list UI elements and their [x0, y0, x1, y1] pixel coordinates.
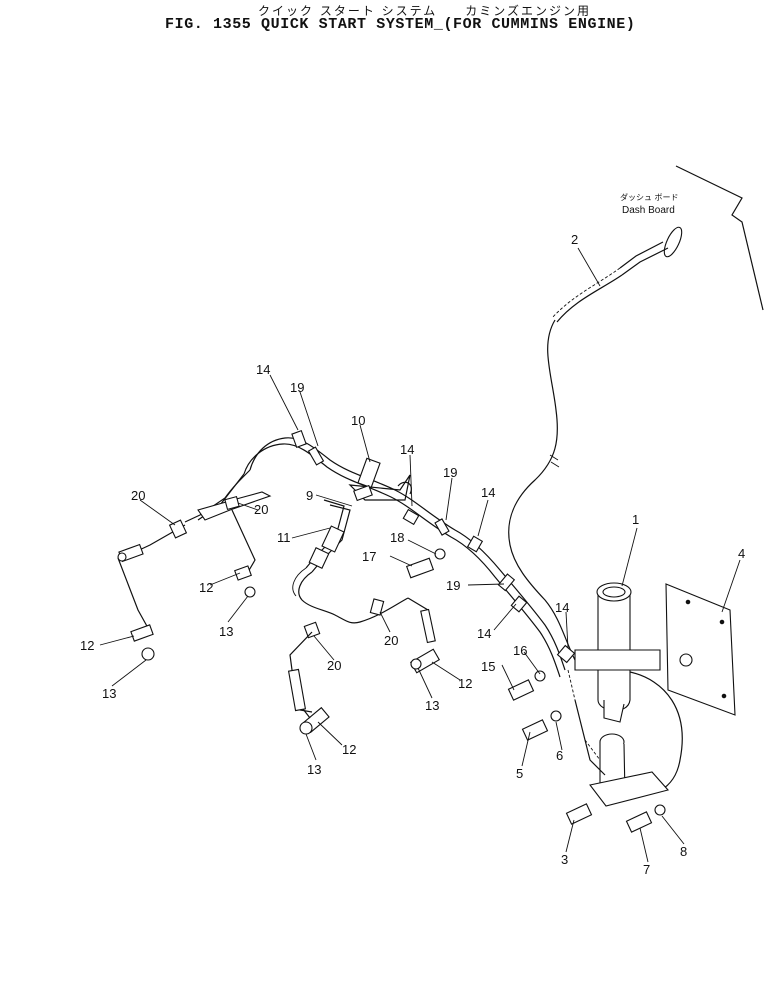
callout-19-a: 19 [290, 380, 304, 395]
callout-12-b: 12 [80, 638, 94, 653]
dash-board-label-en: Dash Board [622, 205, 675, 216]
callout-10: 10 [351, 413, 365, 428]
leader-lines [99, 247, 741, 863]
callout-12-a: 12 [199, 580, 213, 595]
callout-4: 4 [738, 546, 745, 561]
fittings [117, 543, 441, 735]
callout-13-c: 13 [425, 698, 439, 713]
callout-9: 9 [306, 488, 313, 503]
push-switch-cable [508, 226, 683, 661]
figure-title: FIG. 1355 QUICK START SYSTEM_(FOR CUMMIN… [165, 16, 636, 33]
dash-board-label-jp: ダッシュ ボード [620, 192, 679, 202]
callout-18: 18 [390, 530, 404, 545]
callout-11: 11 [277, 530, 291, 545]
callout-20-d: 20 [327, 658, 341, 673]
callout-13-d: 13 [307, 762, 321, 777]
callout-15: 15 [481, 659, 495, 674]
callout-14-a: 14 [256, 362, 270, 377]
callout-14-c: 14 [481, 485, 495, 500]
callout-1: 1 [632, 512, 639, 527]
callout-5: 5 [516, 766, 523, 781]
callout-13-a: 13 [219, 624, 233, 639]
starting-fluid-cylinder [567, 582, 736, 807]
callout-17: 17 [362, 549, 376, 564]
callout-6: 6 [556, 748, 563, 763]
callout-13-b: 13 [102, 686, 116, 701]
callout-14-e: 14 [555, 600, 569, 615]
callout-2: 2 [571, 232, 578, 247]
junction-block [292, 457, 412, 624]
bolts-and-washers [405, 548, 666, 833]
callout-16: 16 [513, 643, 527, 658]
callout-3: 3 [561, 852, 568, 867]
callout-7: 7 [643, 862, 650, 877]
lower-tubes [287, 597, 436, 719]
callout-19-c: 19 [446, 578, 460, 593]
callout-8: 8 [680, 844, 687, 859]
callout-20-c: 20 [384, 633, 398, 648]
callout-12-c: 12 [458, 676, 472, 691]
callout-14-b: 14 [400, 442, 414, 457]
callout-12-d: 12 [342, 742, 356, 757]
callouts: 1 2 3 4 5 6 7 8 9 10 11 12 12 12 12 13 1… [80, 232, 745, 877]
callout-20-b: 20 [254, 502, 268, 517]
callout-20-a: 20 [131, 488, 145, 503]
dash-board-panel: ダッシュ ボード Dash Board [620, 165, 764, 311]
tube-harness [243, 430, 576, 678]
title-japanese: クイック スタート システム カミンズエンジン用 [258, 4, 592, 18]
callout-14-d: 14 [477, 626, 491, 641]
callout-19-b: 19 [443, 465, 457, 480]
